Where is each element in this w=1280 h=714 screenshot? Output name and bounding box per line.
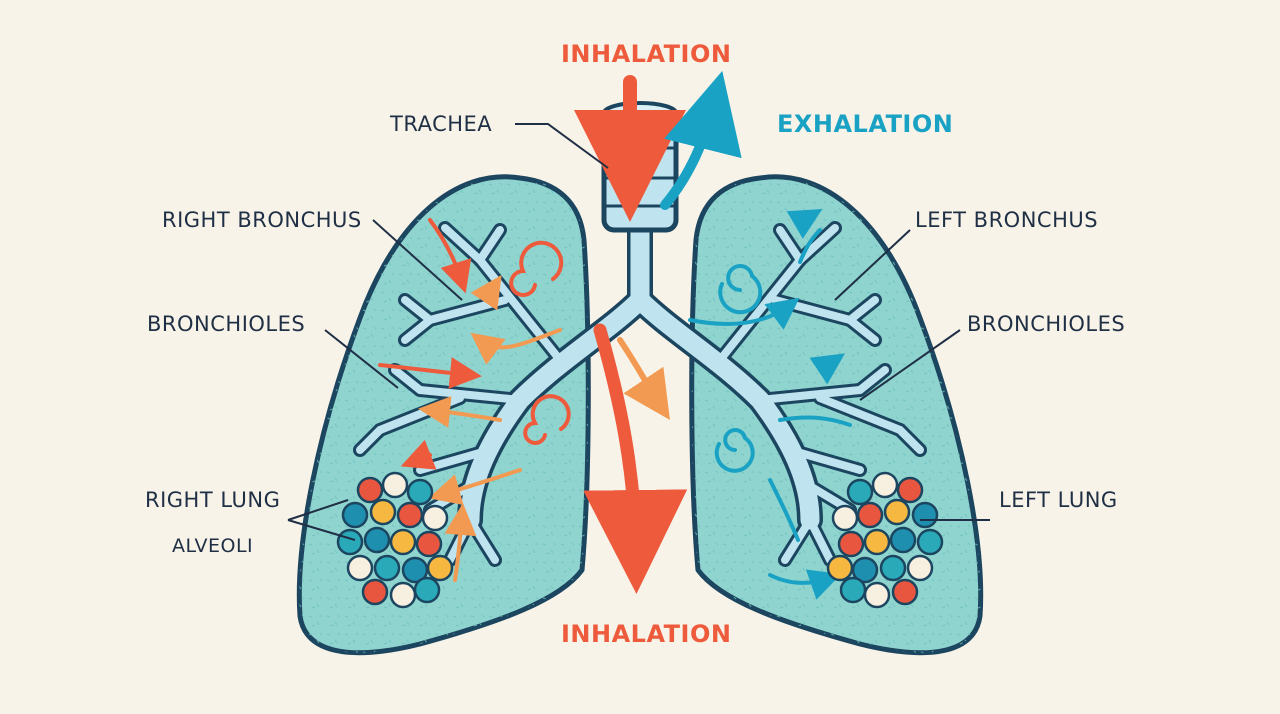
alveolus	[338, 530, 362, 554]
inhalation-arrow-bottom	[600, 330, 636, 555]
alveolus	[918, 530, 942, 554]
alveolus	[383, 473, 407, 497]
alveolus	[898, 478, 922, 502]
left-lung	[692, 177, 981, 653]
alveolus	[343, 503, 367, 527]
alveolus	[415, 578, 439, 602]
alveolus	[873, 473, 897, 497]
alveolus	[865, 530, 889, 554]
alveolus	[828, 556, 852, 580]
trachea	[604, 103, 676, 230]
bronchioles-left-label: BRONCHIOLES	[967, 312, 1125, 336]
alveolus	[848, 480, 872, 504]
bronchioles-right-label: BRONCHIOLES	[147, 312, 305, 336]
alveolus	[858, 503, 882, 527]
alveolus	[408, 480, 432, 504]
alveolus	[348, 556, 372, 580]
alveolus	[391, 583, 415, 607]
alveolus	[881, 556, 905, 580]
trachea-label: TRACHEA	[390, 112, 492, 136]
alveolus	[365, 528, 389, 552]
alveolus	[893, 580, 917, 604]
alveolus	[375, 556, 399, 580]
alveolus	[417, 532, 441, 556]
right-bronchus-label: RIGHT BRONCHUS	[162, 208, 362, 232]
left-bronchus-label: LEFT BRONCHUS	[915, 208, 1098, 232]
inhalation-top-label: INHALATION	[561, 40, 731, 68]
alveolus	[358, 478, 382, 502]
alveolus	[391, 530, 415, 554]
alveolus	[371, 500, 395, 524]
alveolus	[908, 556, 932, 580]
alveolus	[865, 583, 889, 607]
left-lung-label: LEFT LUNG	[999, 488, 1118, 512]
alveoli-label: ALVEOLI	[172, 535, 253, 557]
alveolus	[891, 528, 915, 552]
alveolus	[913, 503, 937, 527]
right-lung-label: RIGHT LUNG	[145, 488, 280, 512]
alveolus	[363, 580, 387, 604]
inhalation-bottom-label: INHALATION	[561, 620, 731, 648]
alveolus	[428, 556, 452, 580]
alveolus	[841, 578, 865, 602]
right-lung	[299, 177, 588, 653]
alveolus	[833, 506, 857, 530]
exhalation-label: EXHALATION	[777, 110, 953, 138]
alveolus	[423, 506, 447, 530]
alveolus	[885, 500, 909, 524]
alveolus	[839, 532, 863, 556]
alveolus	[398, 503, 422, 527]
